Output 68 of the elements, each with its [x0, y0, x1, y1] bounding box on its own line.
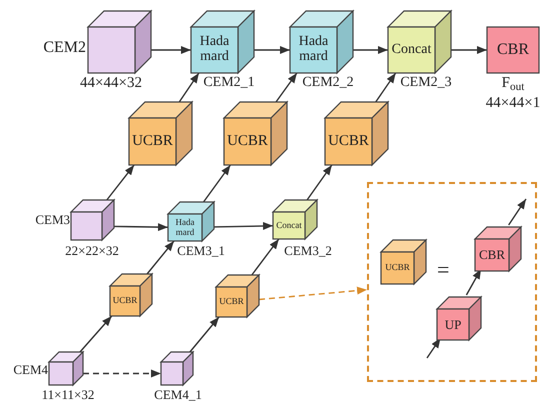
node-label: Concat: [392, 42, 432, 58]
concat-cube: [388, 11, 451, 73]
arrow: [214, 222, 274, 230]
ucbr-cube: [224, 102, 287, 165]
arrow: [426, 338, 442, 358]
arrow: [202, 164, 231, 202]
ucbr-cube: [381, 240, 426, 284]
node-caption: CEM2_1: [202, 76, 256, 90]
arrow: [353, 46, 388, 54]
arrow: [146, 240, 175, 274]
node-label: Hada mard: [174, 218, 196, 237]
arrow: [106, 164, 135, 200]
node-label: UCBR: [112, 296, 138, 306]
node-label: Hada mard: [198, 35, 230, 65]
ucbr-cube: [110, 274, 152, 316]
arrow: [275, 72, 298, 102]
node-caption: CEM4_1: [153, 388, 203, 401]
node-caption: CEM2_3: [399, 76, 453, 90]
arrow: [79, 316, 112, 352]
node-label: UCBR: [219, 297, 244, 307]
cbr-cube: [475, 227, 521, 271]
hadamard-cube: [191, 11, 254, 73]
arrow: [251, 238, 280, 276]
node-caption: 11×11×32: [40, 388, 96, 401]
arrow: [114, 223, 168, 232]
node-caption: 44×44×32: [79, 76, 143, 91]
node-label: CBR: [496, 42, 529, 58]
node-label: CBR: [478, 248, 505, 262]
node-caption: 22×22×32: [64, 244, 120, 257]
node-caption: F$_{out}$: [500, 76, 526, 91]
node-label: UP: [444, 318, 462, 332]
node-label: Hada mard: [298, 35, 330, 65]
node-caption: CEM2_2: [301, 76, 355, 90]
node-caption: CEM4: [13, 363, 48, 376]
node-caption: 44×44×1: [484, 96, 542, 111]
arrow: [451, 46, 487, 54]
node-label: Concat: [276, 220, 302, 230]
dashed-arrow: [83, 370, 161, 378]
feature-cube: [161, 352, 193, 385]
node-caption: CEM3: [35, 213, 70, 226]
arrow: [306, 164, 332, 200]
feature-cube: [49, 352, 83, 385]
cbr-box: [487, 27, 539, 73]
node-label: UCBR: [132, 134, 173, 150]
hadamard-cube: [168, 202, 214, 241]
concat-cube: [273, 200, 317, 239]
feature-cube: [71, 200, 114, 240]
arrow: [508, 198, 527, 226]
ucbr-cube: [216, 275, 259, 317]
arrow: [151, 46, 191, 54]
node-label: UCBR: [328, 134, 369, 150]
dashed-frame: [367, 182, 537, 382]
node-label: UCBR: [385, 263, 410, 273]
arrow: [189, 316, 220, 352]
ucbr-cube: [129, 102, 192, 165]
ucbr-cube: [325, 102, 388, 165]
arrow: [375, 72, 396, 102]
equals-sign: =: [437, 259, 450, 281]
node-caption: CEM2: [43, 40, 86, 56]
hadamard-cube: [290, 11, 353, 73]
dashed-arrow: [258, 286, 368, 300]
arrow: [254, 46, 290, 54]
node-caption: CEM3_2: [283, 244, 333, 257]
cbr-cube: [437, 297, 481, 340]
feature-cube: [88, 11, 151, 73]
node-caption: CEM3_1: [176, 244, 226, 257]
node-label: UCBR: [227, 134, 268, 150]
arrow: [178, 72, 200, 102]
